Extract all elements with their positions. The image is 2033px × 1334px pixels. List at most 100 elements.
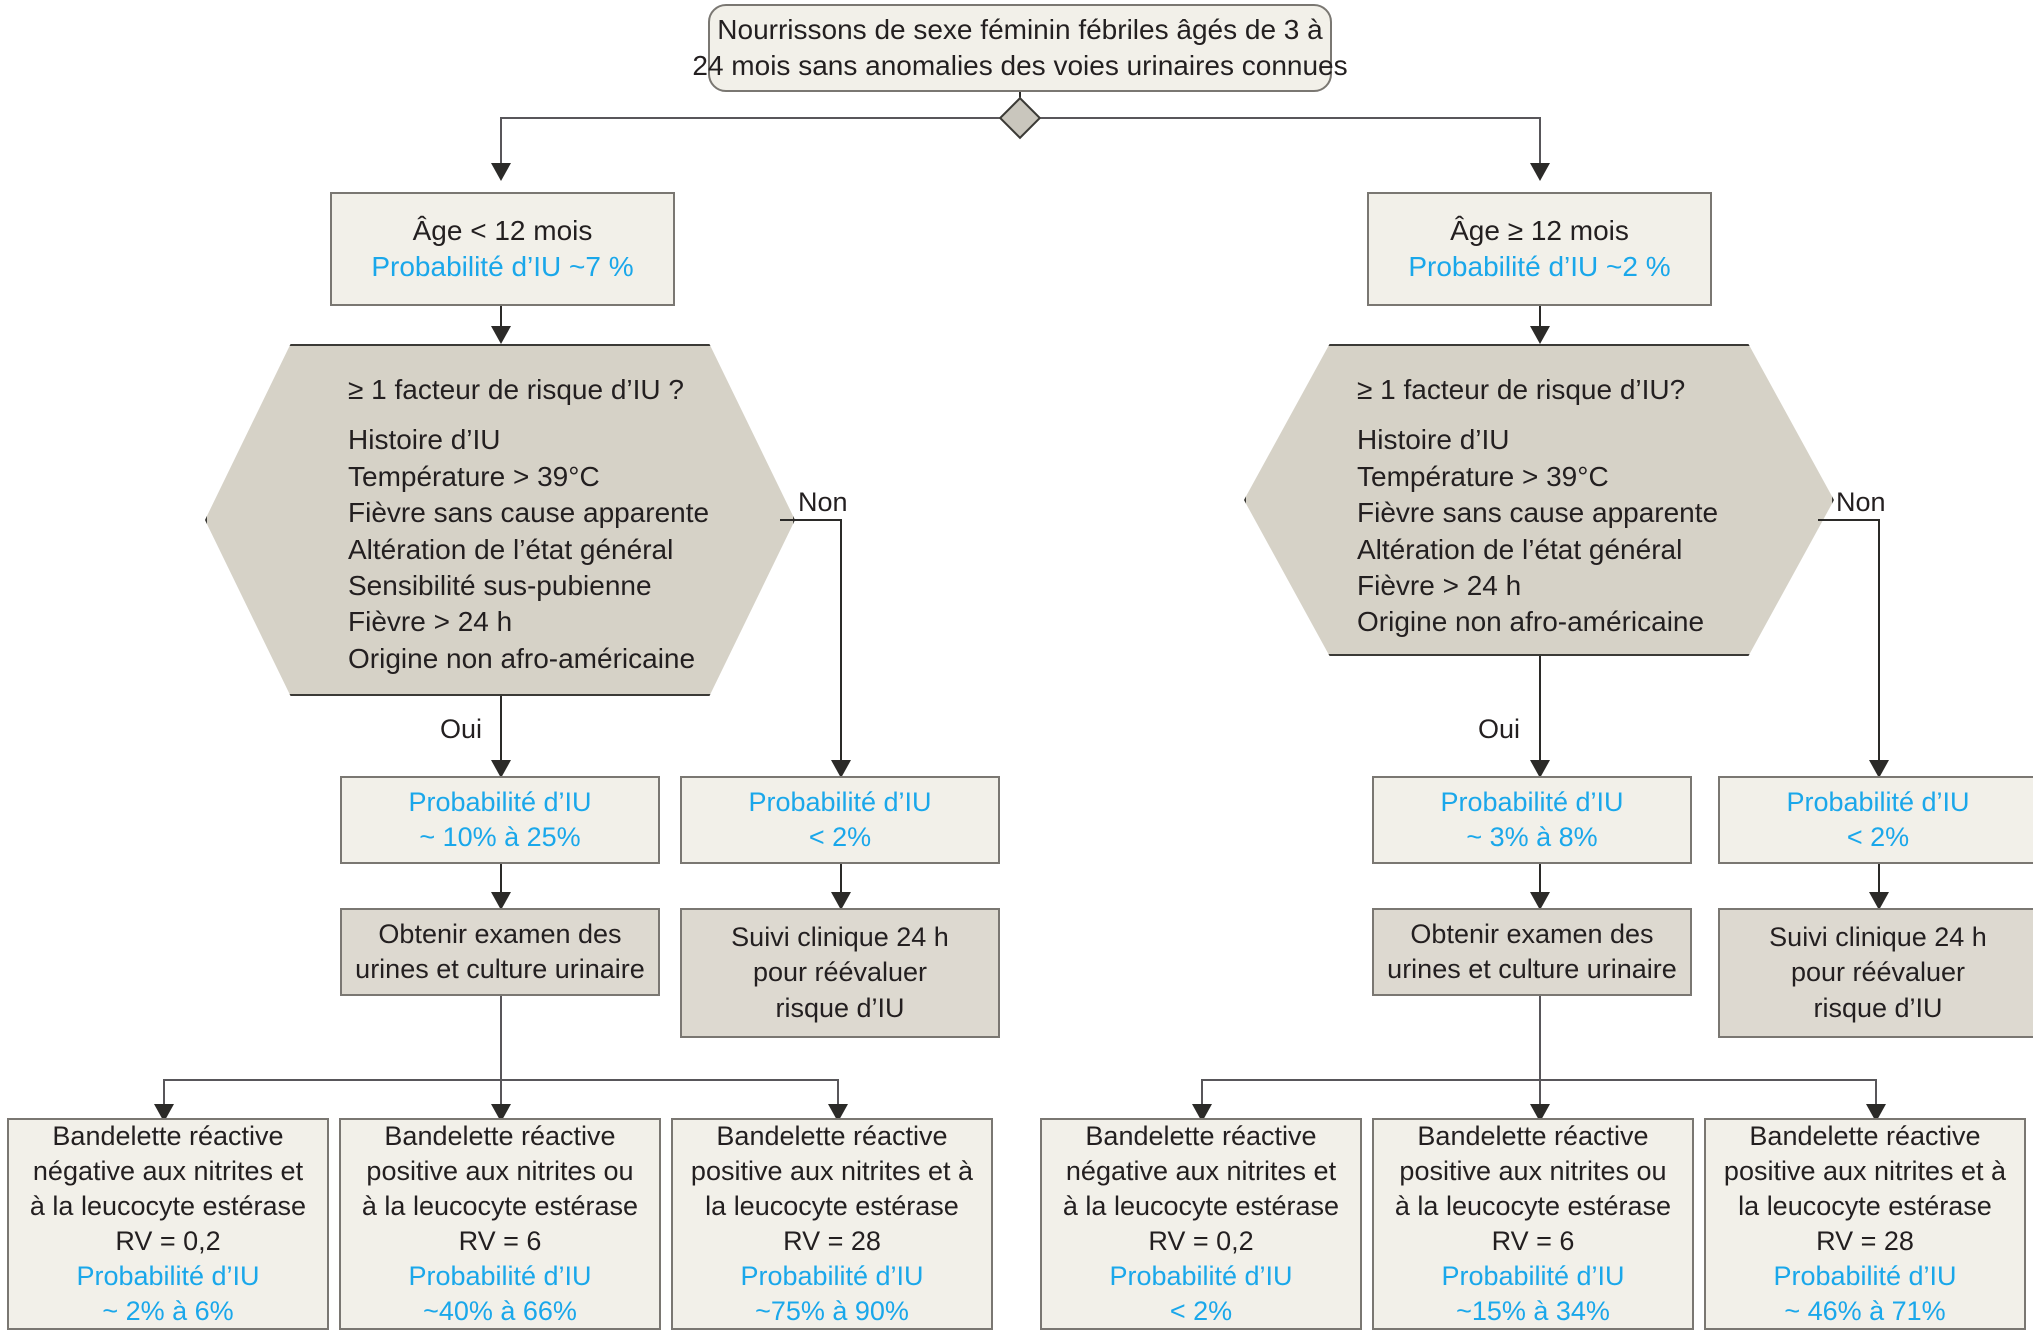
action-right-no-line3: risque d’IU [1813,992,1943,1023]
action-right-yes-line1: Obtenir examen des [1410,918,1654,949]
result-right-1-line3: à la leucocyte estérase [1062,1190,1340,1221]
age-lt-12-title: Âge < 12 mois [412,214,593,246]
action-left-no-line2: pour réévaluer [752,957,928,988]
population-line-1: Nourrissons de sexe féminin fébriles âgé… [717,13,1323,45]
arrow-yes-left [491,760,511,778]
arrow-action-right-yes [1530,892,1550,910]
connector-prob-right-no-down [1878,864,1880,896]
connector-right-fan-stem [1539,996,1541,1080]
arrow-left-result-3 [828,1104,848,1122]
hex-left-factor-6: Fièvre > 24 h [348,606,513,638]
hex-right-question: ≥ 1 facteur de risque d’IU? [1357,374,1686,405]
hex-left-factor-2: Température > 39°C [348,460,600,492]
result-left-3-rv: RV = 28 [783,1226,881,1256]
connector-left-fan-v2 [500,1079,502,1107]
result-right-3-prob-label: Probabilité d’IU [1773,1261,1957,1292]
hex-right-factor-3: Fièvre sans cause apparente [1357,497,1719,529]
result-right-2-prob-value: ~15% à 34% [1456,1296,1610,1327]
prob-left-no-line2: < 2% [808,822,872,852]
age-gte-12-probability: Probabilité d’IU ~2 % [1408,251,1671,282]
arrow-left-age [491,163,511,181]
result-right-3-line2: positive aux nitrites et à [1723,1155,2007,1186]
result-right-2-prob-label: Probabilité d’IU [1441,1261,1625,1292]
result-left-2-line2: positive aux nitrites ou [366,1155,634,1186]
result-left-3-prob-value: ~75% à 90% [755,1296,909,1327]
arrow-right-result-3 [1866,1104,1886,1122]
result-right-3-prob-value: ~ 46% à 71% [1784,1296,1946,1327]
result-right-2-rv: RV = 6 [1491,1226,1575,1256]
node-action-right-no: Suivi clinique 24 h pour réévaluer risqu… [1718,908,2033,1038]
hex-right-factor-6: Origine non afro-américaine [1357,606,1705,638]
connector-no-left-h [780,519,841,521]
arrow-right-age [1530,163,1550,181]
hex-right-factor-2: Température > 39°C [1357,460,1609,492]
connector-left-fan-v3 [837,1079,839,1107]
prob-right-yes-line2: ~ 3% à 8% [1466,822,1598,852]
connector-right-fan-bar [1201,1079,1876,1081]
arrow-action-left-no [831,892,851,910]
arrow-hex-left [491,326,511,344]
result-left-3-prob-label: Probabilité d’IU [740,1261,924,1292]
node-action-left-yes: Obtenir examen des urines et culture uri… [340,908,660,996]
result-left-3-line2: positive aux nitrites et à [690,1155,974,1186]
node-prob-right-yes: Probabilité d’IU ~ 3% à 8% [1372,776,1692,864]
node-result-left-3: Bandelette réactive positive aux nitrite… [671,1118,993,1330]
result-right-1-prob-label: Probabilité d’IU [1109,1261,1293,1292]
result-right-1-rv: RV = 0,2 [1148,1226,1254,1256]
prob-left-no-line1: Probabilité d’IU [748,786,932,817]
result-right-2-line2: positive aux nitrites ou [1399,1155,1667,1186]
connector-right-fan-v1 [1201,1079,1203,1107]
result-left-1-line2: négative aux nitrites et [32,1155,304,1186]
edge-label-no-right: Non [1836,487,1886,517]
hex-right-factor-1: Histoire d’IU [1357,424,1510,456]
hex-right-factor-5: Fièvre > 24 h [1357,569,1522,601]
result-left-1-line1: Bandelette réactive [52,1120,284,1151]
prob-right-yes-line1: Probabilité d’IU [1440,786,1624,817]
decision-diamond-age [998,96,1042,140]
connector-no-right-v [1878,519,1880,764]
action-right-yes-line2: urines et culture urinaire [1387,954,1677,984]
population-line-2: 24 mois sans anomalies des voies urinair… [692,50,1348,81]
hex-left-factor-7: Origine non afro-américaine [348,642,696,674]
result-left-2-prob-value: ~40% à 66% [423,1296,577,1327]
connector-age-left-to-hex [500,306,502,330]
action-right-no-line2: pour réévaluer [1790,957,1966,988]
arrow-no-right [1869,760,1889,778]
arrow-left-result-2 [491,1104,511,1122]
result-left-3-line1: Bandelette réactive [716,1120,948,1151]
action-left-no-line3: risque d’IU [775,992,905,1023]
node-population: Nourrissons de sexe féminin fébriles âgé… [692,4,1348,92]
hex-left-question: ≥ 1 facteur de risque d’IU ? [348,374,684,405]
age-lt-12-probability: Probabilité d’IU ~7 % [371,251,634,282]
result-right-3-line1: Bandelette réactive [1749,1120,1981,1151]
arrow-action-left-yes [491,892,511,910]
edge-label-yes-right: Oui [1478,714,1521,744]
node-prob-right-no: Probabilité d’IU < 2% [1718,776,2033,864]
hexagon-right-content: ≥ 1 facteur de risque d’IU? Histoire d’I… [1357,372,1718,641]
result-right-1-prob-value: < 2% [1169,1296,1233,1327]
result-left-1-prob-label: Probabilité d’IU [76,1261,260,1292]
arrow-action-right-no [1869,892,1889,910]
node-action-right-yes: Obtenir examen des urines et culture uri… [1372,908,1692,996]
result-right-3-rv: RV = 28 [1816,1226,1914,1256]
node-action-left-no: Suivi clinique 24 h pour réévaluer risqu… [680,908,1000,1038]
hex-left-factor-3: Fièvre sans cause apparente [348,497,710,529]
result-left-2-prob-label: Probabilité d’IU [408,1261,592,1292]
arrow-left-result-1 [154,1104,174,1122]
hexagon-risk-factors-right [1244,344,1834,656]
arrow-right-result-1 [1192,1104,1212,1122]
action-left-yes-line2: urines et culture urinaire [355,954,645,984]
connector-age-right-to-hex [1539,306,1541,330]
node-result-left-2: Bandelette réactive positive aux nitrite… [339,1118,661,1330]
age-gte-12-title: Âge ≥ 12 mois [1450,214,1629,246]
connector-prob-right-yes-down [1539,864,1541,896]
result-right-2-line1: Bandelette réactive [1417,1120,1649,1151]
result-left-1-rv: RV = 0,2 [115,1226,221,1256]
result-left-1-line3: à la leucocyte estérase [29,1190,307,1221]
node-result-right-3: Bandelette réactive positive aux nitrite… [1704,1118,2026,1330]
prob-right-no-line2: < 2% [1846,822,1910,852]
node-result-left-1: Bandelette réactive négative aux nitrite… [7,1118,329,1330]
connector-left-fan-stem [500,996,502,1080]
arrow-hex-right [1530,326,1550,344]
